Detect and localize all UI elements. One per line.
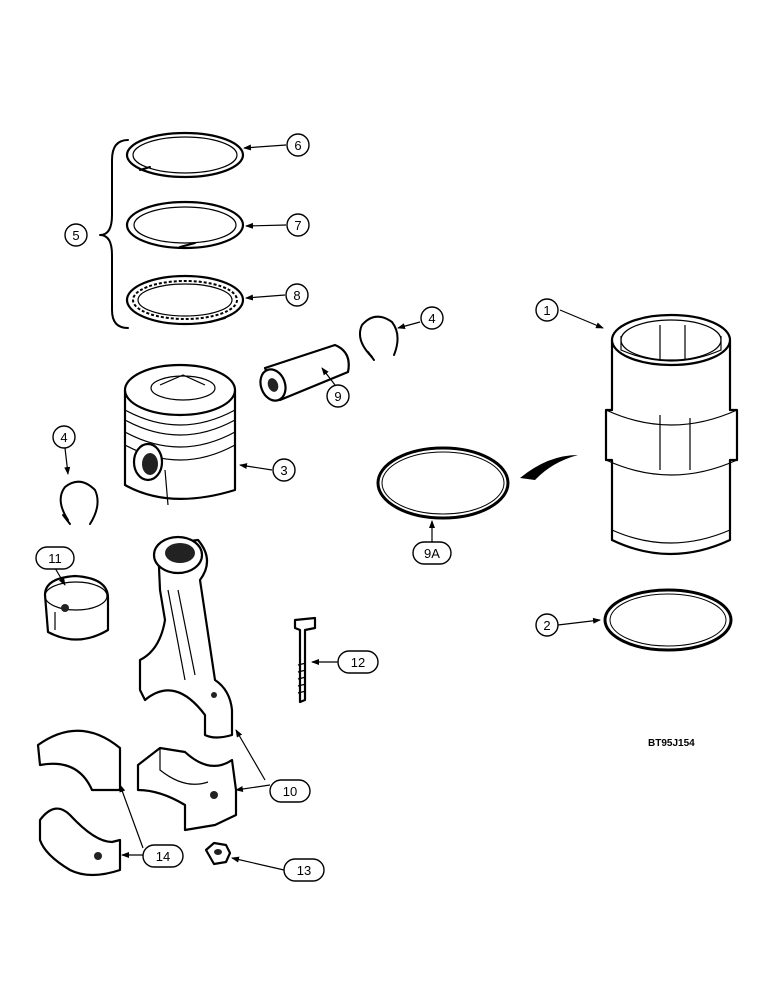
callout-label: 12 bbox=[351, 655, 365, 670]
callout-label: 13 bbox=[297, 863, 311, 878]
callout-label: 10 bbox=[283, 784, 297, 799]
callout-1: 1 bbox=[535, 298, 559, 322]
rod-nut bbox=[204, 841, 232, 866]
piston bbox=[123, 363, 237, 506]
wrist-pin bbox=[259, 343, 350, 402]
callout-9a: 9A bbox=[412, 541, 452, 565]
callout-12: 12 bbox=[337, 650, 379, 674]
callout-label: 14 bbox=[156, 849, 170, 864]
connecting-rod-cap bbox=[136, 746, 238, 832]
piston-pin-bushing bbox=[43, 574, 110, 641]
cylinder-liner bbox=[604, 313, 739, 556]
snap-ring-lower bbox=[59, 480, 99, 525]
callout-2: 2 bbox=[535, 613, 559, 637]
callout-11: 11 bbox=[35, 546, 75, 570]
callout-4-upper: 4 bbox=[420, 306, 444, 330]
callout-8: 8 bbox=[285, 283, 309, 307]
callout-label: 4 bbox=[428, 311, 435, 326]
liner-o-ring bbox=[376, 446, 510, 520]
callout-label: 9A bbox=[424, 546, 440, 561]
callout-label: 8 bbox=[293, 288, 300, 303]
callout-5: 5 bbox=[64, 223, 88, 247]
bearing-shell-lower bbox=[38, 807, 122, 877]
liner-seal-ring bbox=[603, 588, 733, 652]
callout-13: 13 bbox=[283, 858, 325, 882]
callout-7: 7 bbox=[286, 213, 310, 237]
callout-14: 14 bbox=[142, 844, 184, 868]
insertion-arrow bbox=[520, 455, 578, 480]
connecting-rod-bolt bbox=[293, 616, 317, 704]
callout-label: 5 bbox=[72, 228, 79, 243]
callout-label: 7 bbox=[294, 218, 301, 233]
callout-4-lower: 4 bbox=[52, 425, 76, 449]
callout-9: 9 bbox=[326, 384, 350, 408]
piston-ring-middle bbox=[125, 200, 245, 250]
callout-label: 9 bbox=[334, 389, 341, 404]
callout-label: 3 bbox=[280, 463, 287, 478]
piston-ring-oil-control bbox=[125, 274, 245, 326]
callout-10: 10 bbox=[269, 779, 311, 803]
leader-lines bbox=[54, 144, 604, 871]
callout-3: 3 bbox=[272, 458, 296, 482]
callout-label: 6 bbox=[294, 138, 301, 153]
snap-ring-upper bbox=[359, 315, 399, 361]
callout-label: 2 bbox=[543, 618, 550, 633]
callout-label: 4 bbox=[60, 430, 67, 445]
callout-6: 6 bbox=[286, 133, 310, 157]
figure-code: BT95J154 bbox=[648, 738, 695, 749]
ring-set-brace bbox=[99, 139, 129, 329]
piston-ring-top bbox=[125, 131, 245, 179]
callout-label: 1 bbox=[543, 303, 550, 318]
bearing-shell-upper bbox=[36, 729, 122, 792]
callout-label: 11 bbox=[48, 551, 62, 566]
connecting-rod bbox=[138, 535, 234, 739]
